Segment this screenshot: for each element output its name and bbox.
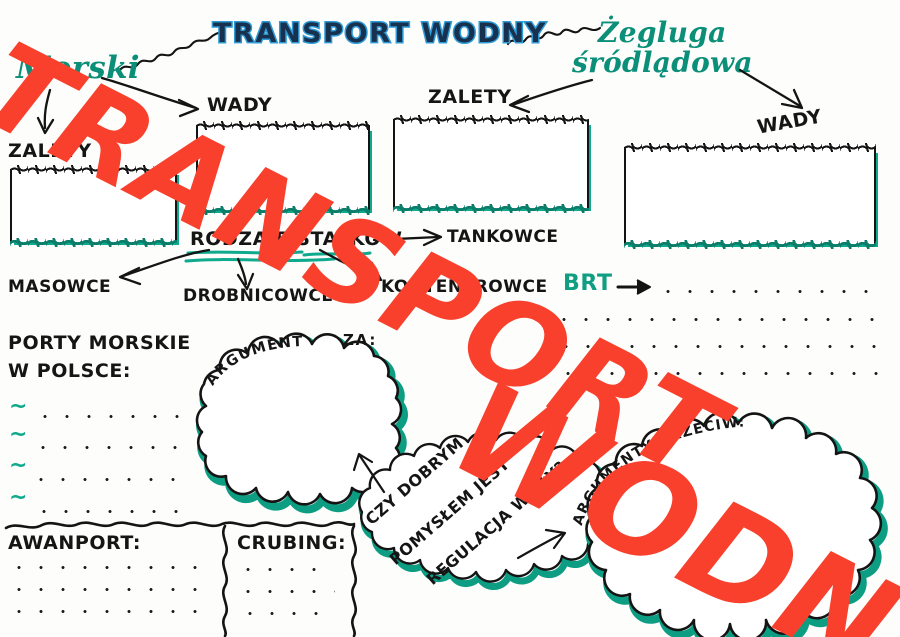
arrow-question-to-con-icon xyxy=(516,528,567,560)
ports-heading-line2: W POLSCE: xyxy=(8,360,132,382)
awanport-line-2[interactable] xyxy=(8,588,205,591)
brt-line-3[interactable] xyxy=(555,345,885,348)
field-label-awanport: AWANPORT: xyxy=(8,532,142,554)
box-inland-pros[interactable] xyxy=(393,115,589,213)
cloud-pro-label-tail: ZA: xyxy=(343,331,378,349)
awanport-line-1[interactable] xyxy=(8,566,204,569)
squiggle-left-icon xyxy=(118,29,226,72)
arrow-to-masowce-icon xyxy=(118,248,211,286)
box-inland-cons[interactable] xyxy=(624,143,876,249)
arrow-sea-to-cons-icon xyxy=(100,76,200,118)
ports-bullet-4: ~ xyxy=(9,485,28,510)
ports-line-3[interactable] xyxy=(30,478,185,481)
ports-bullet-2: ~ xyxy=(9,422,28,447)
cloud-arguments-pro[interactable]: ARGUMENTY xyxy=(185,324,411,518)
ports-line-4[interactable] xyxy=(33,510,189,513)
ports-bullet-1: ~ xyxy=(9,394,28,419)
ports-bullet-3: ~ xyxy=(9,453,28,478)
branch-label-inland-line1: Żegluga xyxy=(598,16,727,49)
ports-heading-line1: PORTY MORSKIE xyxy=(8,332,191,354)
awanport-line-3[interactable] xyxy=(8,610,213,613)
brt-label: BRT xyxy=(563,271,613,296)
cloud-arguments-con[interactable]: ARGUMENTY PRZECIW: xyxy=(548,400,900,637)
label-sea-cons: WADY xyxy=(207,94,273,116)
ports-line-1[interactable] xyxy=(34,415,186,418)
crubing-line-3[interactable] xyxy=(239,612,335,615)
field-label-crubing: CRUBING: xyxy=(237,532,347,554)
ship-types-heading: RODZAJE STATKÓW xyxy=(190,228,403,250)
page-title: TRANSPORT WODNY xyxy=(212,17,547,51)
ship-type-tankowce: TANKOWCE xyxy=(447,227,559,247)
arrow-question-to-pro-icon xyxy=(352,452,386,494)
field-separator-right-icon xyxy=(351,524,357,637)
label-inland-pros: ZALETY xyxy=(428,86,512,108)
squiggle-right-icon xyxy=(506,26,602,46)
arrow-inland-to-cons-icon xyxy=(738,68,804,110)
box-sea-pros[interactable] xyxy=(10,165,177,247)
ship-type-masowce: MASOWCE xyxy=(8,277,112,297)
branch-label-sea: Morski xyxy=(16,50,140,86)
brt-line-1[interactable] xyxy=(657,290,885,293)
ship-type-drobnicowce: DROBNICOWCE xyxy=(183,286,334,306)
arrow-to-kontenerowce-icon xyxy=(318,248,383,282)
branch-label-inland-line2: śródlądowa xyxy=(572,46,753,79)
arrow-to-tankowce-icon xyxy=(372,228,443,247)
brt-line-4[interactable] xyxy=(557,372,884,375)
box-sea-cons[interactable] xyxy=(196,121,370,215)
arrow-inland-to-pros-icon xyxy=(508,78,594,114)
field-separator-icon xyxy=(222,524,228,637)
arrow-sea-to-pros-icon xyxy=(36,88,55,135)
crubing-line-1[interactable] xyxy=(237,568,333,571)
label-sea-pros: ZALETY xyxy=(8,140,92,162)
bottom-divider-icon xyxy=(4,521,356,530)
ship-type-kontenerowce: KONTENEROWCE xyxy=(381,277,548,297)
crubing-line-2[interactable] xyxy=(237,590,335,593)
ports-line-2[interactable] xyxy=(32,446,190,449)
brt-arrow-icon xyxy=(616,279,651,295)
brt-line-2[interactable] xyxy=(553,318,886,321)
arrow-to-drobnicowce-icon xyxy=(236,257,255,291)
